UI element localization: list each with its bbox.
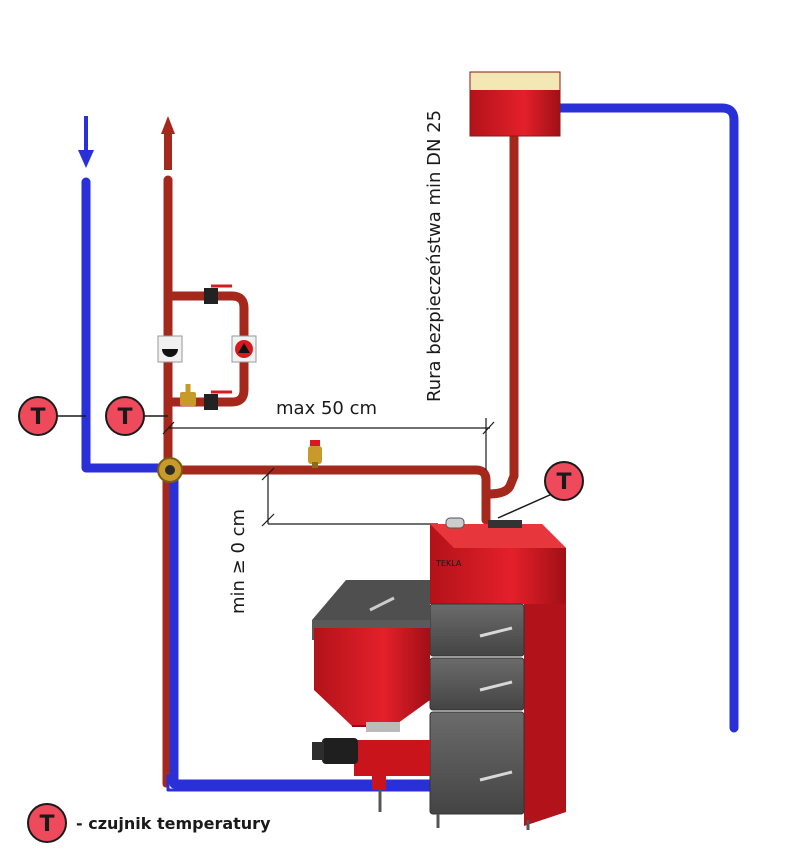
ball-valve-icon [204,284,232,410]
legend-symbol: T [39,812,54,837]
boiler-brand: TEKLA [435,559,462,568]
sensor-hot-line: T [105,396,168,436]
safety-pipe [483,131,519,499]
sensor-symbol: T [117,405,132,430]
boiler: TEKLA [429,517,566,830]
min-height-label: min ≥ 0 cm [228,509,249,614]
overflow-pipe [555,103,739,733]
flow-arrow-up-icon [161,116,175,170]
cold-inlet-pipe [81,177,173,473]
flow-arrow-down-icon [78,116,94,168]
sensor-cold-line: T [18,396,86,436]
expansion-tank [469,71,561,137]
sensor-boiler: T [497,461,584,519]
safety-pipe-label: Rura bezpieczeństwa min DN 25 [424,110,445,402]
brass-fitting-icon [180,384,196,406]
hot-horizontal-pipe [167,465,491,525]
sensor-symbol: T [556,470,571,495]
pump-icon [231,335,257,363]
dimension-min [261,467,438,527]
legend: T - czujnik temperatury [27,803,271,843]
cold-return-pipe [169,467,435,789]
fuel-hopper [312,580,430,812]
safety-valve-icon [308,440,322,468]
max-distance-label: max 50 cm [276,398,377,419]
check-valve-icon [157,335,183,363]
sensor-symbol: T [30,405,45,430]
mixing-valve-icon [157,457,183,483]
hot-bottom-joint [166,774,432,792]
legend-text: - czujnik temperatury [76,814,271,833]
dimension-max [162,418,495,470]
